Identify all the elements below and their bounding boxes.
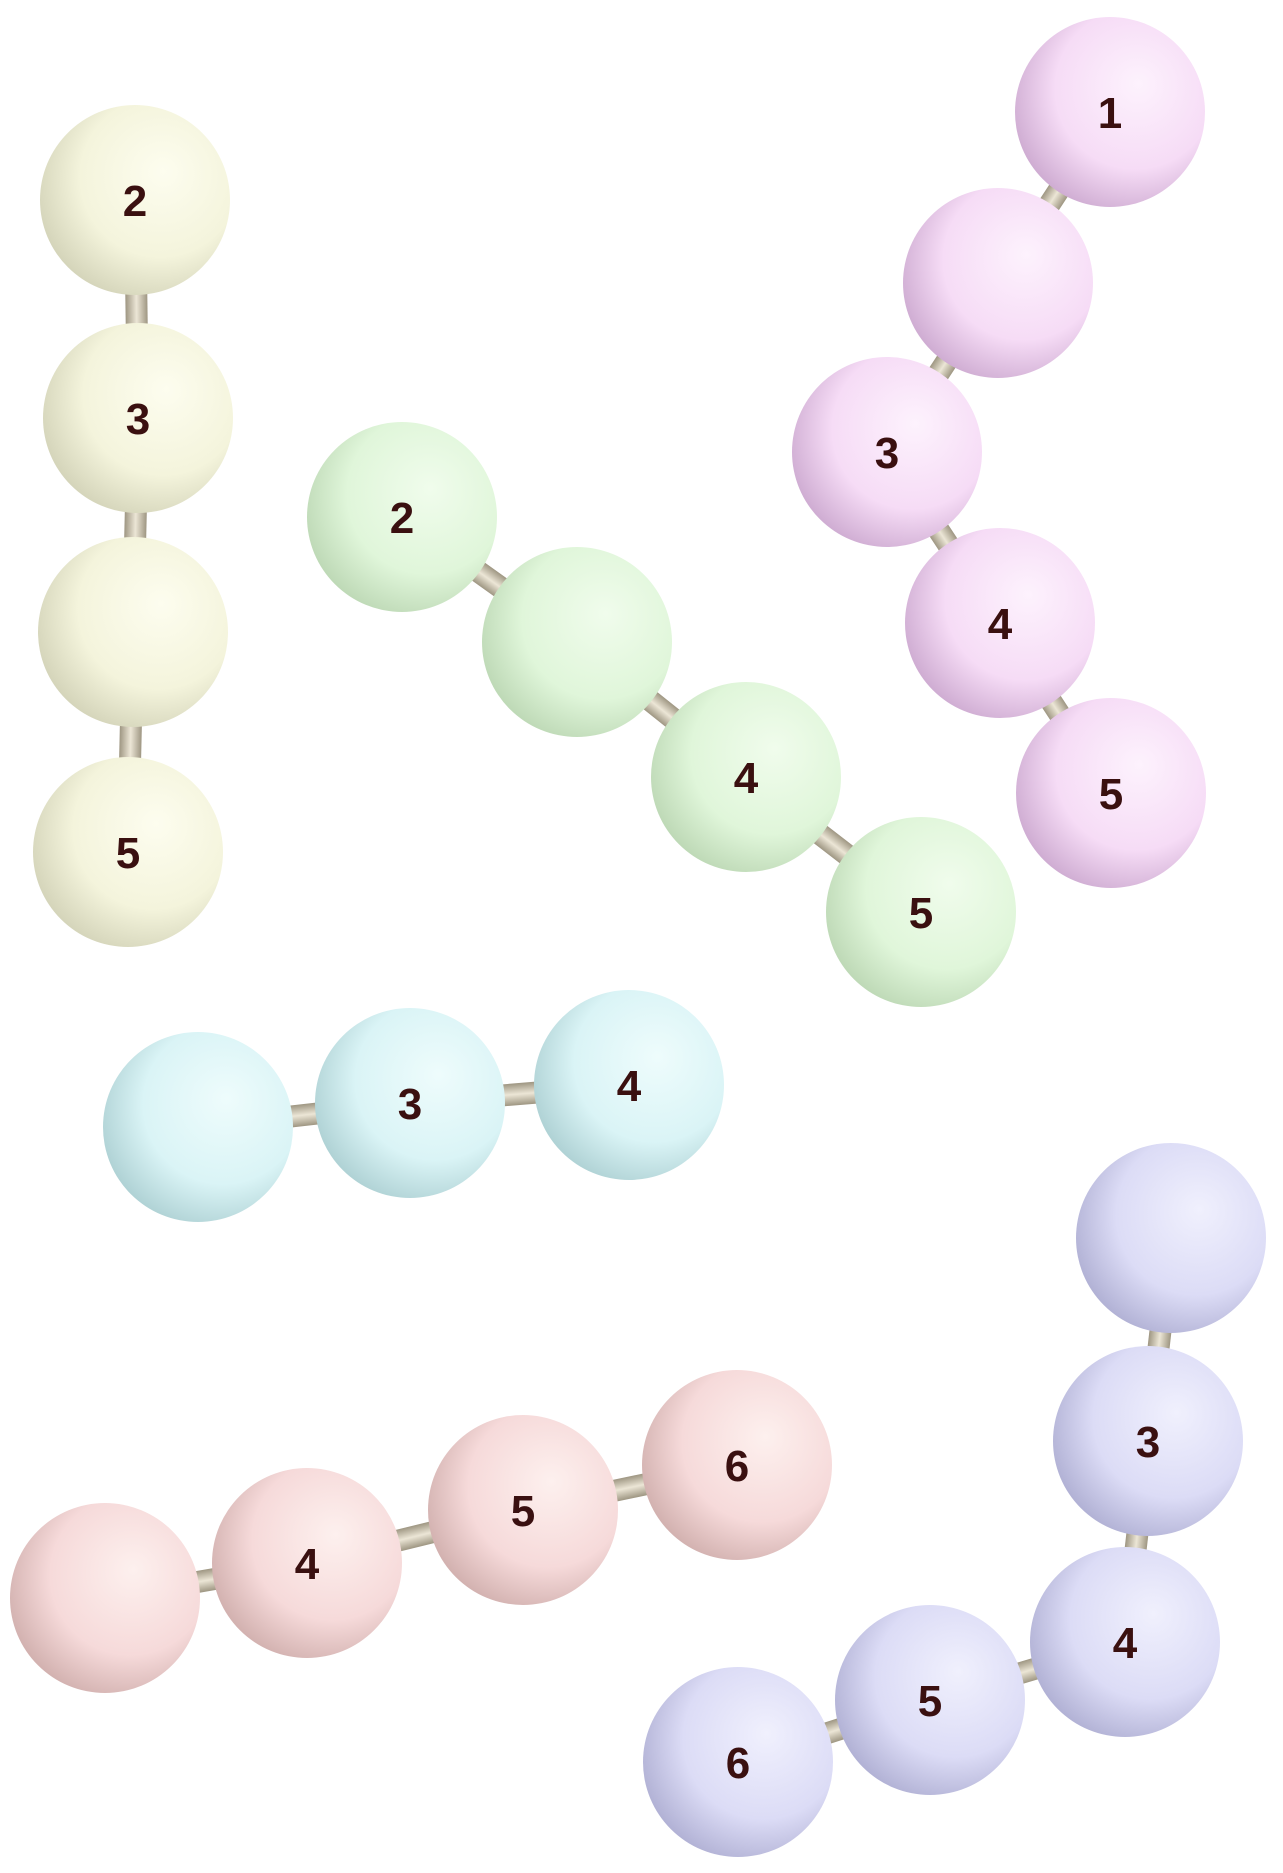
yellow-chain-bead: 5 [33,757,223,947]
yellow-chain-bead: 3 [43,323,233,513]
bead-label: 4 [617,1062,642,1111]
green-chain-bead: 4 [651,682,841,872]
yellow-chain-bead [38,537,228,727]
green-chain-bead: 2 [307,422,497,612]
cyan-chain-bead: 4 [534,990,724,1180]
bead-label: 4 [734,754,759,803]
cyan-chain-bead [103,1032,293,1222]
bead-label: 5 [511,1487,535,1536]
pink-chain-bead: 5 [1016,698,1206,888]
bead-label: 3 [1136,1418,1160,1467]
bead-label: 4 [295,1540,320,1589]
bead-label: 5 [116,829,140,878]
yellow-chain-bead: 2 [40,105,230,295]
green-chain-bead [482,547,672,737]
bead-label: 1 [1098,89,1122,138]
bead-label: 6 [726,1739,750,1788]
bead-label: 4 [988,600,1013,649]
green-chain-bead: 5 [826,817,1016,1007]
bead-label: 4 [1113,1619,1138,1668]
rose-chain-bead: 4 [212,1468,402,1658]
rose-chain-bead: 6 [642,1370,832,1560]
bead-label: 6 [725,1442,749,1491]
lavender-chain-bead: 6 [643,1667,833,1857]
pink-chain-bead: 4 [905,528,1095,718]
bead-label: 2 [123,177,147,226]
pink-chain-bead: 1 [1015,17,1205,207]
rose-chain-bead: 5 [428,1415,618,1605]
bead-label: 3 [126,395,150,444]
pink-chain-bead [903,188,1093,378]
lavender-chain-bead [1076,1143,1266,1333]
bead-label: 5 [918,1677,942,1726]
bead-label: 2 [390,494,414,543]
bead-layer: 2 3 5 2 4 5 1 3 4 5 3 4 4 5 6 3 4 5 6 [10,17,1266,1857]
pink-chain-bead: 3 [792,357,982,547]
lavender-chain-bead: 5 [835,1605,1025,1795]
bead-label: 3 [398,1080,422,1129]
lavender-chain-bead: 4 [1030,1547,1220,1737]
bead-label: 3 [875,429,899,478]
bead-label: 5 [909,889,933,938]
bead-label: 5 [1099,770,1123,819]
lavender-chain-bead: 3 [1053,1346,1243,1536]
cyan-chain-bead: 3 [315,1008,505,1198]
rose-chain-bead [10,1503,200,1693]
